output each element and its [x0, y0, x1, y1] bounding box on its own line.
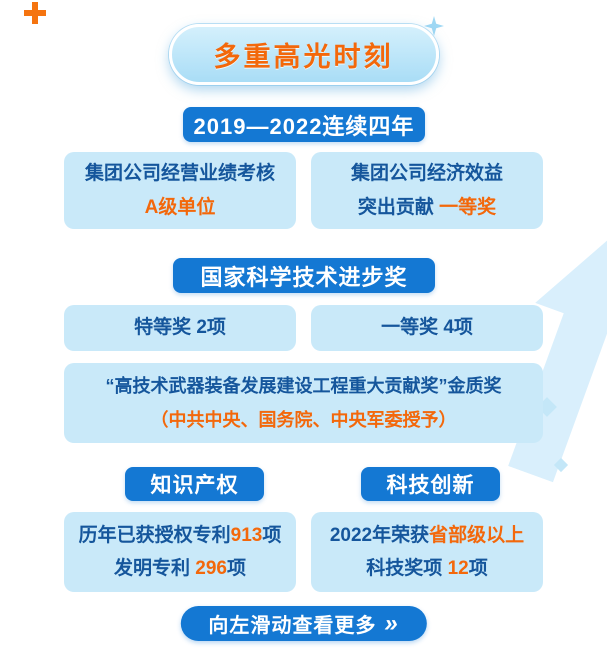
card-gold-medal: “高技术武器装备发展建设工程重大贡献奖”金质奖 （中共中央、国务院、中央军委授予… — [64, 363, 543, 443]
card-text: 项 — [226, 558, 246, 579]
card-line: “高技术武器装备发展建设工程重大贡献奖”金质奖 — [105, 375, 502, 396]
swipe-more-button[interactable]: 向左滑动查看更多 » — [180, 606, 427, 641]
card-line: 发明专利 296项 — [114, 552, 246, 585]
card-first-prize: 一等奖 4项 — [311, 305, 543, 351]
decor-arrow-shape — [508, 229, 607, 483]
sparkle-plus-icon — [24, 2, 46, 24]
highlight-grade: A级单位 — [144, 196, 216, 218]
card-special-prize: 特等奖 2项 — [64, 305, 296, 351]
highlight-level: 省部级以上 — [429, 524, 525, 546]
highlight-number: 296 — [195, 558, 227, 579]
highlight-number: 913 — [230, 524, 263, 546]
card-line: 特等奖 2项 — [134, 317, 226, 339]
card-line: 一等奖 4项 — [381, 317, 473, 339]
sparkle-star-icon — [424, 16, 444, 36]
swipe-more-label: 向左滑动查看更多 — [208, 615, 377, 637]
card-line: 历年已获授权专利913项 — [79, 519, 282, 552]
highlight-award: 一等奖 — [439, 196, 497, 218]
card-text: 项 — [468, 558, 488, 579]
card-text: 2022年荣获 — [329, 524, 430, 546]
card-patents: 历年已获授权专利913项 发明专利 296项 — [64, 512, 296, 592]
banner-years: 2019—2022连续四年 — [183, 107, 425, 142]
banner-intellectual-property: 知识产权 — [125, 467, 264, 501]
card-performance-rating: 集团公司经营业绩考核 A级单位 — [64, 152, 296, 229]
double-chevron-right-icon: » — [384, 609, 399, 637]
card-line: 2022年荣获省部级以上 — [330, 519, 524, 552]
card-line: 突出贡献 一等奖 — [358, 191, 496, 224]
card-line: 集团公司经营业绩考核 — [84, 163, 275, 185]
card-line: 科技奖项 12项 — [366, 552, 487, 585]
card-tech-awards: 2022年荣获省部级以上 科技奖项 12项 — [311, 512, 543, 592]
card-economic-benefit: 集团公司经济效益 突出贡献 一等奖 — [311, 152, 543, 229]
banner-science-award: 国家科学技术进步奖 — [173, 258, 435, 293]
highlight-number: 12 — [447, 558, 469, 579]
banner-tech-innovation: 科技创新 — [361, 467, 500, 501]
card-line-issuer: （中共中央、国务院、中央军委授予） — [150, 410, 457, 430]
card-text: 发明专利 — [114, 558, 196, 579]
page-title: 多重高光时刻 — [168, 24, 439, 85]
card-line: 集团公司经济效益 — [350, 163, 503, 185]
card-text: 历年已获授权专利 — [78, 524, 231, 546]
card-text: 突出贡献 — [357, 196, 440, 218]
card-text: 科技奖项 — [366, 558, 448, 579]
card-text: 项 — [262, 524, 282, 546]
